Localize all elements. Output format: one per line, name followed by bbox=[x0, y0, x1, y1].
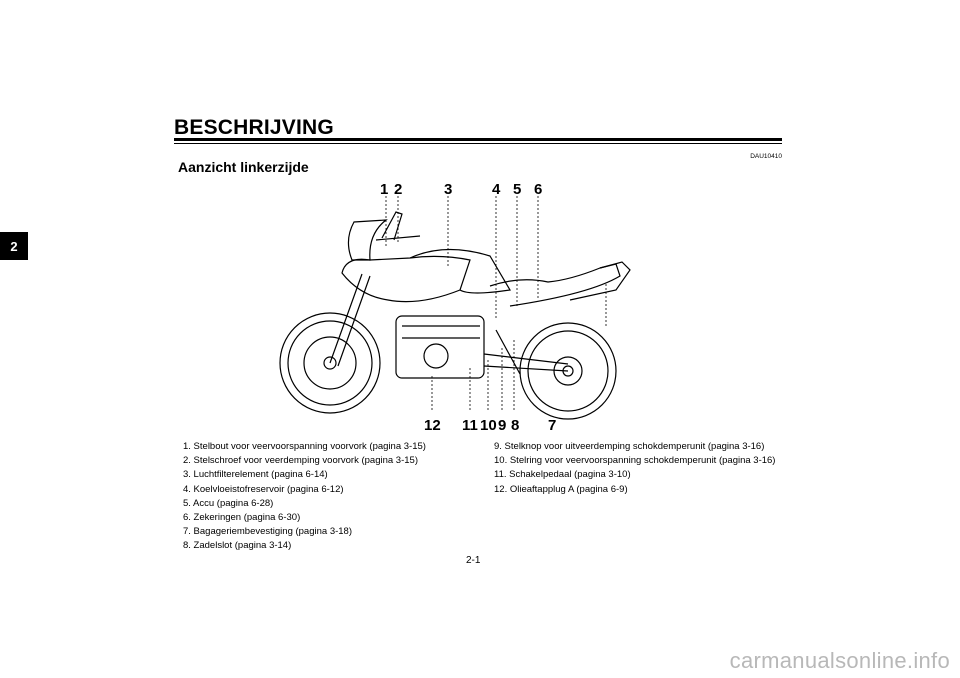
page-title: BESCHRIJVING bbox=[174, 116, 334, 139]
callout-6: 6 bbox=[534, 181, 542, 198]
legend-item: 12. Olieaftapplug A (pagina 6-9) bbox=[494, 483, 628, 495]
section-title: Aanzicht linkerzijde bbox=[178, 159, 309, 175]
callout-1: 1 bbox=[380, 181, 388, 198]
rear-wheel bbox=[519, 322, 617, 420]
legend-item: 10. Stelring voor veervoorspanning schok… bbox=[494, 455, 776, 467]
legend-item: 3. Luchtfilterelement (pagina 6-14) bbox=[183, 469, 328, 481]
legend-item: 2. Stelschroef voor veerdemping voorvork… bbox=[183, 455, 418, 467]
callout-8: 8 bbox=[511, 417, 519, 434]
watermark: carmanualsonline.info bbox=[729, 648, 950, 673]
legend-item: 5. Accu (pagina 6-28) bbox=[183, 497, 274, 509]
header-rule bbox=[174, 138, 782, 141]
legend-right: 9. Stelknop voor uitveerdemping schokdem… bbox=[494, 440, 775, 497]
legend-item: 6. Zekeringen (pagina 6-30) bbox=[183, 512, 301, 524]
callout-2: 2 bbox=[394, 181, 402, 198]
callout-10: 10 bbox=[480, 417, 497, 434]
legend-item: 1. Stelbout voor veervoorspanning voorvo… bbox=[183, 441, 426, 452]
callout-4: 4 bbox=[492, 181, 501, 198]
document-code: DAU10410 bbox=[750, 153, 782, 160]
legend-item: 11. Schakelpedaal (pagina 3-10) bbox=[494, 469, 631, 481]
legend-item: 7. Bagageriembevestiging (pagina 3-18) bbox=[183, 526, 352, 538]
chapter-tab: 2 bbox=[0, 232, 28, 260]
legend-left: 1. Stelbout voor veervoorspanning voorvo… bbox=[183, 440, 426, 554]
legend-item: 4. Koelvloeistofreservoir (pagina 6-12) bbox=[183, 483, 344, 495]
motorcycle-figure: 1 2 3 4 5 6 12 11 10 9 8 7 bbox=[279, 181, 631, 434]
callout-5: 5 bbox=[513, 181, 521, 198]
legend-item: 9. Stelknop voor uitveerdemping schokdem… bbox=[494, 441, 765, 452]
page-number: 2-1 bbox=[466, 555, 481, 566]
legend-item: 8. Zadelslot (pagina 3-14) bbox=[183, 540, 292, 552]
header-rule-thin bbox=[174, 143, 782, 144]
callout-11: 11 bbox=[462, 417, 478, 434]
callout-3: 3 bbox=[444, 181, 452, 198]
callout-7: 7 bbox=[548, 417, 556, 434]
callout-12: 12 bbox=[424, 417, 441, 434]
callout-9: 9 bbox=[498, 417, 506, 434]
front-wheel bbox=[279, 312, 381, 414]
